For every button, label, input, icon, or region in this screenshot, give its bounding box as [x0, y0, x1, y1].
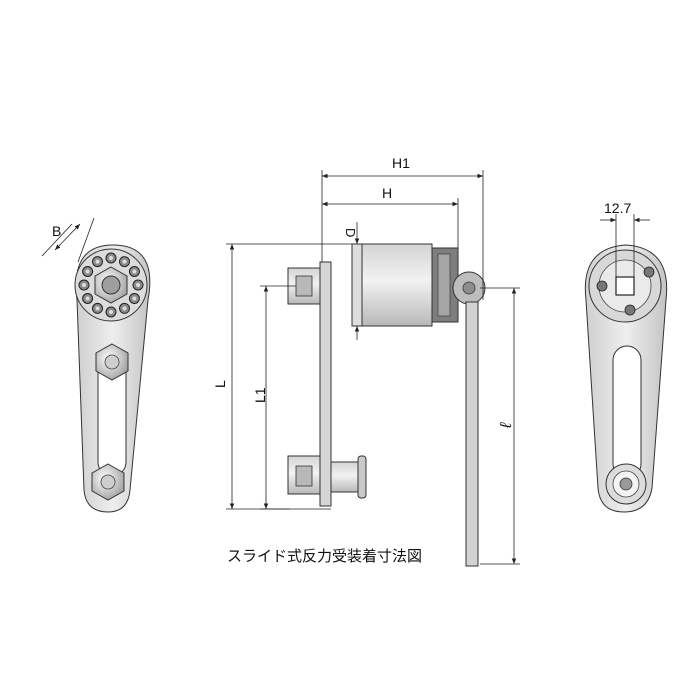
- center-bore: [101, 275, 121, 295]
- left-front-view: B: [41, 217, 151, 513]
- bolt-circle: [78, 252, 144, 318]
- main-body: [361, 243, 433, 327]
- dim-label-square-drive: 12.7: [604, 200, 631, 216]
- bolt-hole-center: [95, 306, 100, 311]
- main-body-ring-inner: [437, 253, 451, 317]
- ratchet-handle: [465, 301, 479, 567]
- right-back-view: 12.7: [584, 200, 668, 513]
- figure-caption: スライド式反力受装着寸法図: [227, 548, 422, 565]
- dim-label-l: L: [212, 380, 228, 388]
- pin-hole-2: [643, 266, 655, 278]
- center-side-view: H1 H D L L1 ℓ: [212, 155, 520, 567]
- arm-slot-right: [612, 345, 642, 479]
- pin-hole-3: [624, 304, 636, 316]
- bolt-hole-center: [95, 259, 100, 264]
- dim-label-d: D: [343, 228, 358, 237]
- dim-label-h: H: [382, 185, 392, 201]
- ratchet-head-center: [462, 281, 476, 295]
- dim-label-l1: L1: [252, 387, 268, 403]
- dim-label-h1: H1: [392, 155, 410, 171]
- lower-pin-tip: [357, 455, 367, 499]
- main-body-flange: [351, 243, 363, 327]
- bolt-hole-center: [136, 283, 140, 287]
- bottom-hex-bolt-center: [100, 474, 116, 490]
- bolt-hole-center: [109, 256, 113, 260]
- bolt-hole-center: [122, 306, 127, 311]
- upper-socket-face: [295, 275, 313, 297]
- bolt-hole-center: [82, 283, 86, 287]
- lower-socket-face: [295, 465, 313, 487]
- dim-label-ell: ℓ: [498, 422, 515, 429]
- reaction-plate: [319, 261, 332, 507]
- mid-hex-bolt-center: [104, 354, 120, 370]
- bolt-hole-center: [132, 296, 137, 301]
- bolt-hole-center: [85, 269, 90, 274]
- square-drive: [615, 276, 635, 296]
- lower-pin: [330, 461, 362, 493]
- bottom-boss-center: [619, 477, 633, 491]
- pin-hole-1: [596, 280, 608, 292]
- dim-label-b: B: [52, 223, 61, 239]
- bolt-hole-center: [85, 296, 90, 301]
- bolt-hole-center: [132, 269, 137, 274]
- bolt-hole-center: [109, 310, 113, 314]
- bolt-hole-center: [122, 259, 127, 264]
